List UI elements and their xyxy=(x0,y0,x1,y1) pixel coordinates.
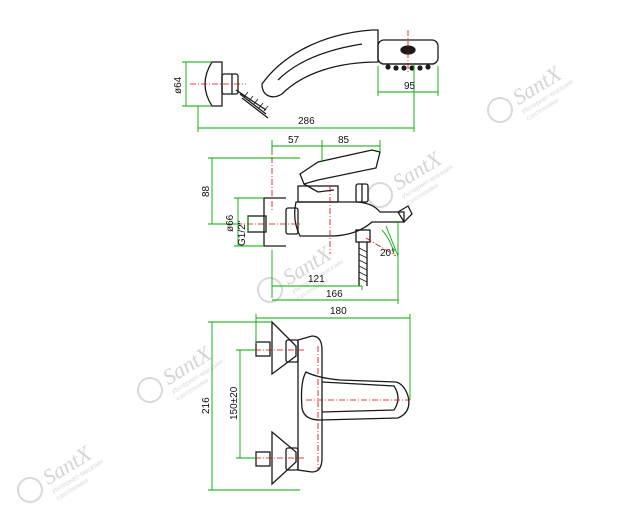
hose-coil xyxy=(358,247,368,283)
top-flange xyxy=(271,320,297,376)
lever-cap xyxy=(303,183,335,193)
wall-holder xyxy=(204,61,223,107)
front-lever xyxy=(300,371,410,421)
cartridge-housing xyxy=(297,185,339,203)
watermark-logo-drop xyxy=(257,277,283,303)
front-axes xyxy=(244,346,410,470)
watermark-top-right: SantX Интернет-магазин сантехники xyxy=(487,60,575,123)
spout-outlet xyxy=(397,205,413,224)
watermark-logo-drop xyxy=(367,182,393,208)
eccentric-nut xyxy=(285,207,299,235)
dim-label-total: 166 xyxy=(326,289,343,300)
mixer-body xyxy=(294,201,405,237)
top-inlet-pipe xyxy=(255,341,271,357)
watermark-bottom-left: SantX Интернет-магазин сантехники xyxy=(17,440,105,503)
dim-label-flange: ø66 xyxy=(225,214,236,232)
lever xyxy=(299,149,381,185)
wall-flange xyxy=(263,197,286,247)
watermark-group: SantX Интернет-магазин сантехники SantX … xyxy=(17,60,575,503)
handle-inner-line xyxy=(277,43,363,81)
dim-label-height: 88 xyxy=(201,185,212,197)
watermark-middle-left: SantX Интернет-магазин сантехники xyxy=(137,340,225,403)
bottom-flange xyxy=(271,430,297,486)
front-body xyxy=(297,335,323,473)
bottom-inlet-pipe xyxy=(255,451,271,467)
watermark-logo-drop xyxy=(17,477,43,503)
shower-dimensions xyxy=(182,61,439,132)
front-view xyxy=(255,320,410,486)
dim-label-head: 95 xyxy=(404,81,416,92)
dim-label-length: 286 xyxy=(298,116,315,127)
dim-label-top-left: 57 xyxy=(288,135,300,146)
shower-hose xyxy=(235,89,269,119)
dim-label-top-right: 85 xyxy=(338,135,350,146)
hose-stripes xyxy=(243,91,269,112)
dim-label-diameter: ø64 xyxy=(173,76,184,94)
front-lever-inner xyxy=(321,381,399,413)
hose-nut xyxy=(355,229,371,243)
shower-handle xyxy=(261,29,379,98)
watermark-logo-drop xyxy=(487,97,513,123)
dim-label-width: 180 xyxy=(330,306,347,317)
side-dimensions xyxy=(208,140,399,304)
dim-label-spacing: 150±20 xyxy=(229,386,240,420)
dim-label-spout: 121 xyxy=(308,274,325,285)
shower-axes xyxy=(190,30,409,85)
shower-nozzles xyxy=(385,64,431,71)
watermark-logo-drop xyxy=(137,377,163,403)
front-dimensions xyxy=(208,314,411,491)
dim-label-angle: 20° xyxy=(380,248,395,259)
dim-label-front-height: 216 xyxy=(201,397,212,414)
dim-label-thread: G1/2" xyxy=(237,220,248,246)
dim-arc-angle xyxy=(381,229,395,255)
shower-view xyxy=(204,29,439,119)
side-axes xyxy=(236,146,397,257)
